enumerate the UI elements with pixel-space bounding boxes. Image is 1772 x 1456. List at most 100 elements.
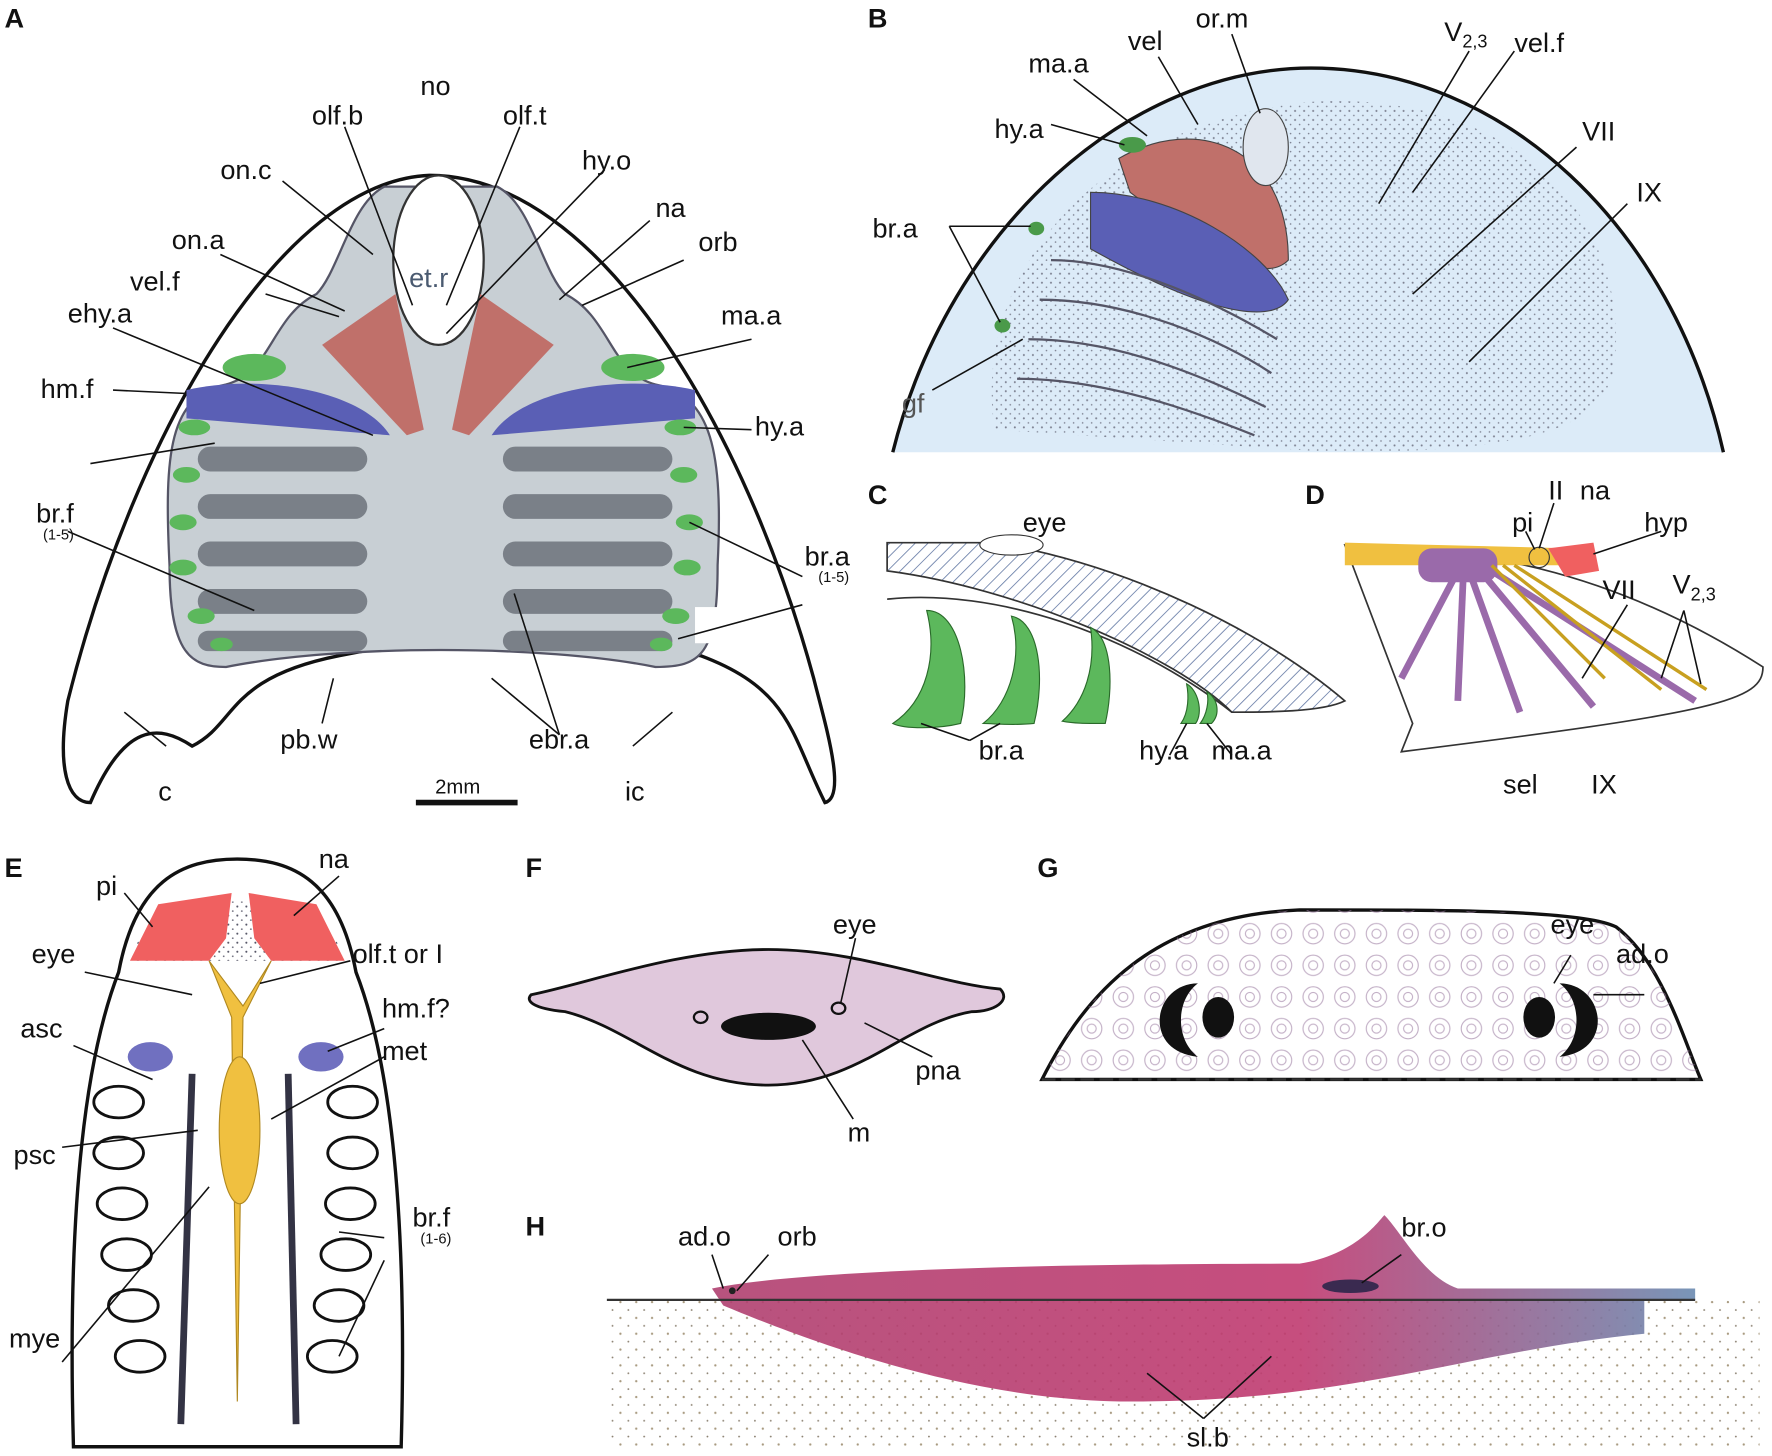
label-pb-w: pb.w [280, 723, 338, 754]
label-olf-t: olf.t [503, 100, 547, 131]
e-nasal-left [129, 892, 232, 961]
panel-letter: F [525, 852, 542, 883]
label-mye: mye [9, 1322, 60, 1353]
panel-letter: D [1305, 479, 1325, 510]
panel-c: C eye br.a hy.a ma.a [868, 479, 1347, 766]
label-hy-a: hy.a [755, 410, 805, 441]
e-brain [218, 1056, 261, 1205]
d-yellow-nerves [1490, 563, 1708, 691]
label-et-r: et.r [409, 262, 448, 293]
e-eye-muscle-right [298, 1042, 344, 1072]
e-nasal-right [248, 892, 345, 961]
hyomandibular-muscle-left [186, 383, 390, 436]
label-hyp: hyp [1644, 506, 1688, 537]
b-branchial-arch [994, 318, 1011, 333]
label-hy-a: hy.a [994, 113, 1044, 144]
label-br-f: br.f [36, 497, 74, 528]
leader-lines [67, 126, 803, 747]
label-br-a-range: (1-5) [818, 570, 849, 586]
label-no: no [420, 70, 450, 101]
d-brain [1418, 548, 1498, 583]
d-leader-lines [1524, 502, 1702, 685]
label-hm-f: hm.f [41, 373, 94, 404]
label-ma-a: ma.a [1211, 735, 1272, 766]
label-on-a: on.a [172, 224, 226, 255]
label-gf: gf [902, 388, 925, 419]
e-branchial-fossae [92, 1084, 379, 1374]
panel-letter: A [5, 2, 25, 33]
label-ad-o: ad.o [678, 1221, 731, 1252]
label-hy-a: hy.a [1139, 735, 1189, 766]
branchial-fossae [197, 446, 673, 652]
b-hyoid-arch [1118, 136, 1146, 153]
c-eye [979, 534, 1044, 556]
g-orbit-left [1202, 996, 1235, 1038]
label-ix: IX [1636, 176, 1662, 207]
label-br-o: br.o [1401, 1212, 1446, 1243]
mandibular-arch-left [222, 353, 286, 382]
label-br-a: br.a [805, 540, 851, 571]
label-na: na [1580, 475, 1611, 506]
label-vii: VII [1602, 574, 1635, 605]
label-sl-b: sl.b [1187, 1422, 1229, 1453]
label-c: c [158, 775, 172, 806]
c-pharynx-outline [887, 596, 1233, 713]
label-ad-o: ad.o [1616, 938, 1669, 969]
label-vel-f: vel.f [1514, 27, 1564, 58]
label-vel-f: vel.f [130, 266, 180, 297]
h-fish-body [711, 1215, 1696, 1402]
e-body-outline [70, 857, 405, 1449]
label-hm-f: hm.f? [382, 992, 450, 1023]
label-on-c: on.c [220, 154, 271, 185]
label-hy-o: hy.o [582, 145, 631, 176]
label-eye: eye [1551, 909, 1595, 940]
b-hyomandibular-muscle [1089, 191, 1289, 313]
b-oral-muscle [1242, 108, 1289, 187]
label-olf-b: olf.b [312, 100, 363, 131]
g-leader-lines [1553, 954, 1645, 996]
label-m: m [848, 1117, 871, 1148]
b-branchial-arch [1028, 221, 1045, 236]
branchial-arches [169, 419, 703, 652]
e-dark-vessels [177, 1073, 300, 1425]
label-br-f: br.f [412, 1201, 450, 1232]
label-ic: ic [625, 775, 645, 806]
b-leader-lines [931, 33, 1628, 391]
label-br-a: br.a [979, 735, 1025, 766]
panel-e: E na pi olf.t or I eye hm.f? asc met psc… [5, 843, 451, 1449]
label-ebr-a: ebr.a [529, 723, 590, 754]
panel-g: G eye ad.o [1037, 852, 1704, 1082]
label-met: met [382, 1035, 428, 1066]
label-or-m: or.m [1196, 2, 1249, 33]
f-mouth [721, 1012, 816, 1040]
label-v23: V2,3 [1444, 16, 1487, 52]
f-eye-right [830, 1001, 847, 1016]
label-vel: vel [1128, 25, 1163, 56]
h-leader-lines [711, 1253, 1402, 1420]
g-eye-left [1159, 983, 1198, 1057]
label-pi: pi [1512, 506, 1533, 537]
g-eye-right [1559, 983, 1598, 1057]
d-head-outline [1343, 544, 1764, 753]
h-branchial-opening [1322, 1279, 1379, 1294]
ethmoid-region [392, 174, 485, 347]
panel-letter: C [868, 479, 888, 510]
label-pna: pna [915, 1054, 961, 1085]
label-ma-a: ma.a [721, 300, 782, 331]
label-psc: psc [14, 1139, 56, 1170]
panel-d: D II na pi hyp VII V2,3 sel IX [1305, 475, 1764, 800]
h-orbit [728, 1287, 736, 1295]
d-hypophysis [1548, 542, 1600, 577]
label-vii: VII [1582, 115, 1615, 146]
label-asc: asc [20, 1013, 62, 1044]
d-purple-nerves [1398, 568, 1697, 714]
label-br-f-range: (1-6) [420, 1231, 451, 1247]
label-v23: V2,3 [1673, 569, 1716, 605]
label-orb: orb [778, 1221, 817, 1252]
panel-letter: B [868, 2, 888, 33]
blank-patch [695, 607, 724, 644]
c-branchial-arches [891, 609, 1218, 729]
g-orbit-right [1523, 996, 1556, 1038]
panel-letter: H [525, 1210, 545, 1241]
